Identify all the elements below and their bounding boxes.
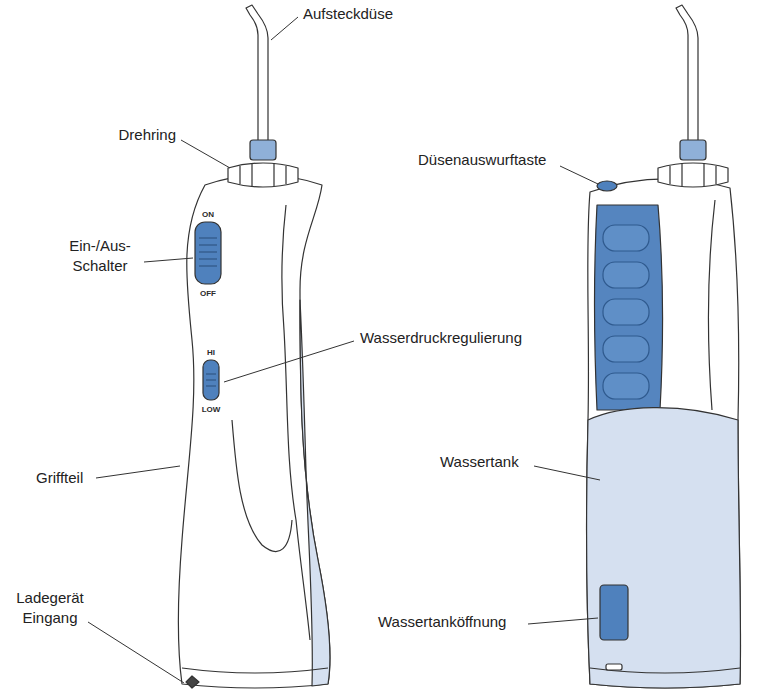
- switch-marking: OFF: [200, 289, 216, 298]
- part-label: Griffteil: [36, 468, 83, 488]
- eject-button: [597, 181, 617, 191]
- pressure-slider: [203, 360, 219, 400]
- slider-ridges: [206, 374, 216, 386]
- nozzle-collar: [680, 140, 706, 160]
- switch-marking: LOW: [202, 405, 221, 414]
- rotating-ring: [228, 163, 298, 187]
- tank-side: [300, 300, 330, 686]
- rotating-ring: [658, 163, 728, 187]
- part-label: Wassertanköffnung: [378, 612, 506, 632]
- handle-body: [587, 179, 741, 688]
- part-label: Wassertank: [440, 452, 519, 472]
- nozzle: [246, 5, 268, 150]
- leader-lines: [88, 17, 600, 683]
- grip-contour: [282, 205, 310, 640]
- part-label: Drehring: [118, 125, 176, 145]
- tank-opening: [600, 585, 628, 640]
- switch-ridges: [199, 238, 217, 266]
- switch-marking: HI: [207, 348, 215, 357]
- part-label: Düsenauswurftaste: [418, 150, 546, 170]
- part-label: Ladegerät Eingang: [8, 588, 92, 628]
- side-contour: [708, 200, 715, 410]
- grip-contour: [232, 420, 292, 552]
- tank-opening-slot: [606, 664, 622, 670]
- handle-body: [178, 175, 330, 688]
- switch-marking: ON: [202, 210, 214, 219]
- charger-port: [186, 676, 199, 688]
- nozzle: [676, 5, 698, 150]
- nozzle-collar: [250, 140, 276, 160]
- power-switch: [195, 222, 221, 284]
- part-label: Wasserdruckregulierung: [360, 328, 522, 348]
- bottom-rim: [182, 668, 328, 673]
- ring-notches: [240, 163, 286, 186]
- grip-ovals: [603, 225, 649, 399]
- grip-panel: [595, 205, 663, 410]
- part-label: Aufsteckdüse: [303, 4, 393, 24]
- water-tank: [587, 408, 741, 688]
- part-label: Ein-/Aus- Schalter: [58, 236, 142, 276]
- ring-notches: [670, 163, 716, 186]
